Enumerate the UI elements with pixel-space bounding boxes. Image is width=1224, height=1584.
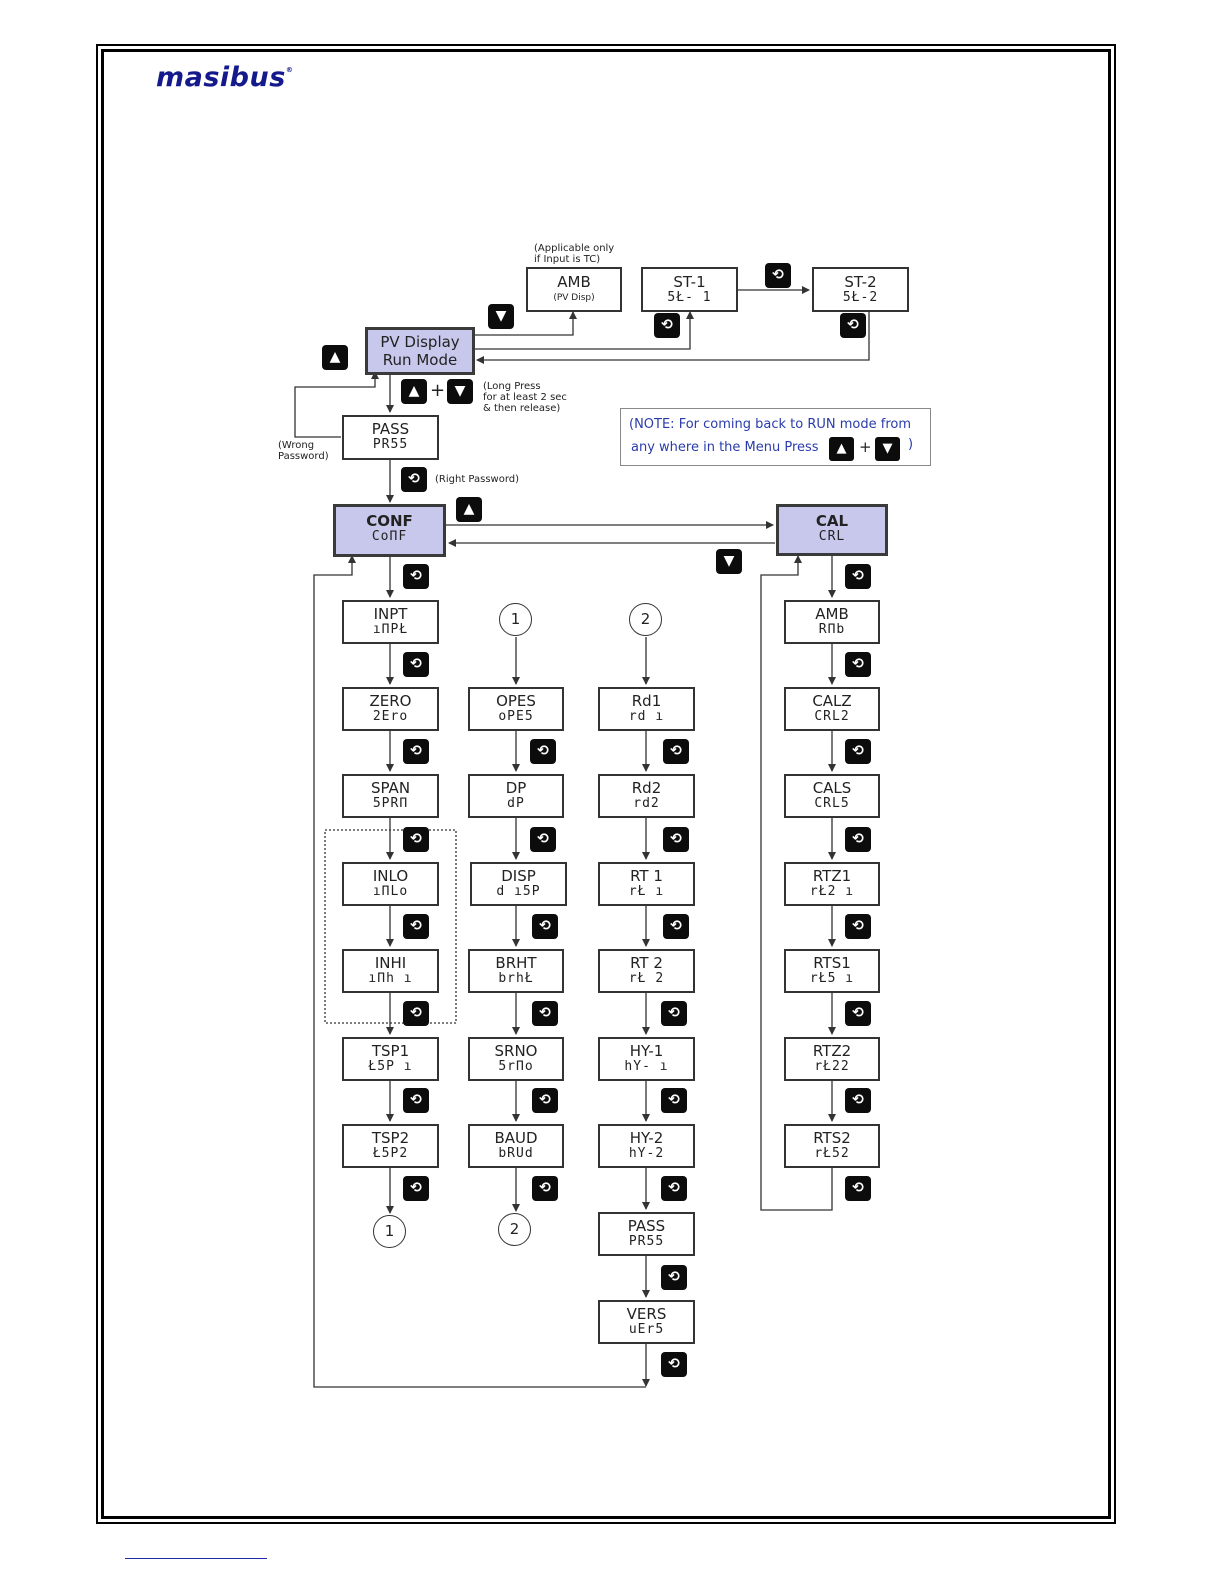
enter-key-icon: ⟲: [403, 1088, 429, 1113]
enter-key-icon: ⟲: [403, 914, 429, 939]
run-mode-note: (NOTE: For coming back to RUN mode from …: [620, 408, 931, 466]
enter-key-icon: ⟲: [663, 914, 689, 939]
enter-key-icon: ⟲: [765, 263, 791, 288]
plus-sign: +: [430, 380, 446, 401]
enter-key-icon: ⟲: [532, 914, 558, 939]
note-close-paren: ): [908, 437, 914, 452]
enter-key-icon: ⟲: [654, 313, 680, 338]
enter-key-icon: ⟲: [845, 1088, 871, 1113]
enter-key-icon: ⟲: [661, 1001, 687, 1026]
enter-key-icon: ⟲: [403, 827, 429, 852]
enter-key-icon: ⟲: [532, 1088, 558, 1113]
enter-key-icon: ⟲: [845, 827, 871, 852]
note-plus: +: [859, 438, 872, 456]
enter-key-icon: ⟲: [661, 1352, 687, 1377]
up-key-icon: ▲: [829, 437, 854, 461]
down-key-icon: ▼: [488, 304, 514, 329]
footer-rule: [125, 1558, 267, 1559]
connector-1-bottom: 1: [373, 1215, 406, 1248]
right-password-note: (Right Password): [435, 474, 520, 485]
page-frame-outer: [96, 44, 1116, 1524]
enter-key-icon: ⟲: [663, 739, 689, 764]
enter-key-icon: ⟲: [663, 827, 689, 852]
enter-key-icon: ⟲: [661, 1265, 687, 1290]
enter-key-icon: ⟲: [401, 467, 427, 492]
enter-key-icon: ⟲: [845, 1176, 871, 1201]
note-line-1: (NOTE: For coming back to RUN mode from: [629, 417, 912, 432]
page-frame-inner: [101, 49, 1111, 1519]
enter-key-icon: ⟲: [403, 1001, 429, 1026]
down-key-icon: ▼: [716, 549, 742, 574]
enter-key-icon: ⟲: [532, 1176, 558, 1201]
enter-key-icon: ⟲: [845, 914, 871, 939]
enter-key-icon: ⟲: [403, 564, 429, 589]
enter-key-icon: ⟲: [403, 1176, 429, 1201]
enter-key-icon: ⟲: [845, 652, 871, 677]
down-key-icon: ▼: [875, 437, 900, 461]
enter-key-icon: ⟲: [845, 564, 871, 589]
down-key-icon: ▼: [447, 379, 473, 404]
enter-key-icon: ⟲: [661, 1088, 687, 1113]
up-key-icon: ▲: [456, 497, 482, 522]
enter-key-icon: ⟲: [530, 739, 556, 764]
up-key-icon: ▲: [401, 379, 427, 404]
enter-key-icon: ⟲: [530, 827, 556, 852]
enter-key-icon: ⟲: [661, 1176, 687, 1201]
connector-2-top: 2: [629, 603, 662, 636]
up-key-icon: ▲: [322, 345, 348, 370]
enter-key-icon: ⟲: [840, 313, 866, 338]
enter-key-icon: ⟲: [403, 739, 429, 764]
masibus-logo: masibus®: [156, 62, 294, 93]
enter-key-icon: ⟲: [403, 652, 429, 677]
amb-pv-disp-box: AMB(PV Disp): [526, 267, 622, 312]
enter-key-icon: ⟲: [845, 1001, 871, 1026]
connector-2-bottom: 2: [498, 1213, 531, 1246]
enter-key-icon: ⟲: [845, 739, 871, 764]
note-line-2: any where in the Menu Press: [631, 440, 819, 455]
enter-key-icon: ⟲: [532, 1001, 558, 1026]
connector-1-top: 1: [499, 603, 532, 636]
